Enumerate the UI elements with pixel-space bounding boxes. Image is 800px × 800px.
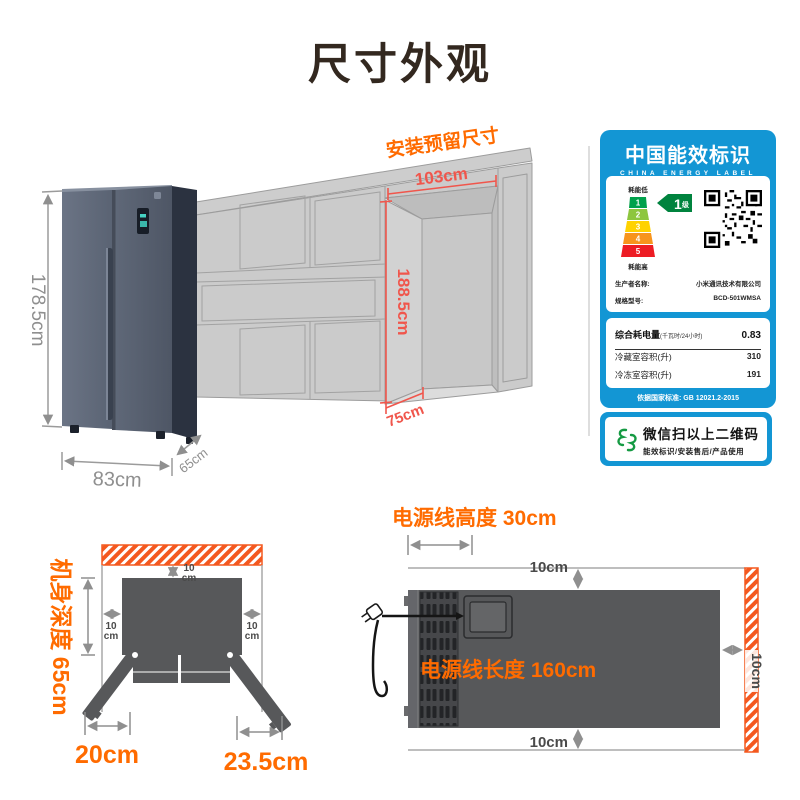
freezer-volume-label: 冷冻室容积(升) [615, 370, 672, 380]
fridge-back-body [404, 590, 720, 728]
energy-metrics-panel: 综合耗电量(千瓦时/24小时) 0.83 冷藏室容积(升) 310 冷冻室容积(… [606, 318, 770, 388]
power-value: 0.83 [741, 330, 761, 341]
cabinet-drawing: 103cm 188.5cm 75cm [195, 146, 590, 436]
wechat-scan-inner: 微信扫以上二维码 能效标识/安装售后/产品使用 [605, 417, 767, 461]
depth-dimension [176, 434, 202, 456]
high-energy-label: 耗能高 [628, 262, 648, 271]
producer-label: 生产者名称: [615, 281, 650, 288]
door-slabs [133, 655, 230, 683]
brand-logo [154, 192, 161, 199]
energy-label: 中国能效标识 CHINA ENERGY LABEL 耗能低 1 2 3 4 5 [600, 130, 776, 408]
depth-label: 65cm [176, 445, 210, 476]
fridge-volume-label: 冷藏室容积(升) [615, 352, 672, 362]
gap-labels: 10 cm 10 cm 10 cm [104, 563, 260, 642]
gap-arrows [81, 565, 262, 656]
power-unit: (千瓦时/24小时) [660, 334, 703, 340]
energy-label-header: 中国能效标识 CHINA ENERGY LABEL [600, 139, 776, 177]
freezer-volume-value: 191 [746, 369, 761, 379]
power-plug-icon [361, 603, 383, 623]
grade-1-arrow: 1 级 [657, 194, 692, 212]
clearance-top-view: 10 cm 10 cm 10 cm 机身深度 65cm 20cm 23.5cm [48, 544, 309, 776]
freezer-volume-row: 冷冻室容积(升) 191 [615, 369, 761, 381]
tier-4: 4 [636, 235, 641, 244]
cord-height-label: 电源线高度 30cm [392, 506, 557, 530]
gap-bottom-label: 10cm [530, 734, 568, 751]
gap-left-num: 10 [105, 621, 117, 632]
left-hinge [132, 652, 138, 658]
power-cord-back-view: 电源线高度 30cm 10cm [361, 506, 765, 753]
left-open-door [82, 651, 139, 721]
compressor-vent-grid [419, 591, 459, 727]
install-dimension-lines [379, 175, 497, 414]
fridge-illustration: 178.5cm 83cm 65cm [27, 185, 211, 490]
cord-height-arrow [407, 535, 473, 555]
tier-2: 2 [636, 211, 641, 220]
width-dimension [61, 452, 173, 476]
standard-reference: 依据国家标准: GB 12021.2-2015 [637, 395, 739, 402]
fridge-volume-value: 310 [746, 351, 761, 361]
model-row: 规格型号: BCD-501WMSA [615, 295, 761, 305]
producer-row: 生产者名称: 小米通讯技术有限公司 [615, 278, 761, 288]
energy-grade-panel: 耗能低 1 2 3 4 5 耗能高 1 级 [606, 176, 770, 312]
tier-1: 1 [636, 199, 641, 208]
scan-title: 微信扫以上二维码 [643, 427, 759, 442]
model-value: BCD-501WMSA [713, 295, 761, 302]
nameplate [463, 595, 513, 639]
producer-value: 小米通讯技术有限公司 [696, 281, 761, 288]
gap-top-unit: cm [182, 573, 197, 584]
gap-right-num: 10 [246, 621, 258, 632]
qr-code [704, 190, 762, 248]
grade-number: 1 [674, 196, 682, 212]
energy-label-subtitle: CHINA ENERGY LABEL [620, 170, 756, 177]
energy-brand-icon [617, 428, 637, 452]
width-label: 83cm [92, 468, 142, 490]
low-energy-label: 耗能低 [628, 185, 648, 194]
gap-right-unit: cm [245, 631, 260, 642]
height-dimension [41, 190, 63, 428]
fridge-volume-row: 冷藏室容积(升) 310 [615, 351, 761, 363]
height-label: 178.5cm [27, 274, 48, 347]
energy-tier-pyramid: 耗能低 1 2 3 4 5 耗能高 [621, 185, 655, 271]
power-cord [361, 603, 464, 698]
gap-top-label: 10cm [530, 559, 568, 576]
fridge-top-view-body [122, 578, 242, 655]
power-consumption-row: 综合耗电量(千瓦时/24小时) 0.83 [615, 325, 761, 350]
gap-top-num: 10 [183, 563, 195, 574]
model-label: 规格型号: [615, 298, 644, 305]
scan-subtitle: 能效标识/安装售后/产品使用 [643, 447, 745, 456]
gap-left-unit: cm [104, 631, 119, 642]
tier-5: 5 [636, 247, 641, 256]
fridge-body [62, 185, 197, 444]
body-depth-label: 机身深度 65cm [48, 558, 74, 715]
tier-3: 3 [636, 223, 641, 232]
cabinet-panel-lines [195, 191, 386, 399]
door-swing-dimensions [84, 712, 283, 740]
install-height-label: 188.5cm [394, 268, 413, 335]
cord-length-label: 电源线长度 160cm [420, 658, 596, 682]
right-door-swing-label: 23.5cm [224, 748, 309, 776]
wall-hatch-strip [101, 544, 263, 566]
energy-label-title: 中国能效标识 [625, 145, 751, 167]
grade-unit: 级 [681, 200, 690, 209]
left-door-swing-label: 20cm [75, 741, 139, 769]
cabinet-body [195, 147, 533, 405]
gap-right-label: 10cm [749, 653, 765, 689]
wechat-scan-box: 微信扫以上二维码 能效标识/安装售后/产品使用 [600, 412, 772, 466]
page-title: 尺寸外观 [308, 41, 492, 89]
right-hinge [227, 652, 233, 658]
power-label: 综合耗电量 [615, 330, 661, 340]
fridge-display [137, 208, 149, 234]
